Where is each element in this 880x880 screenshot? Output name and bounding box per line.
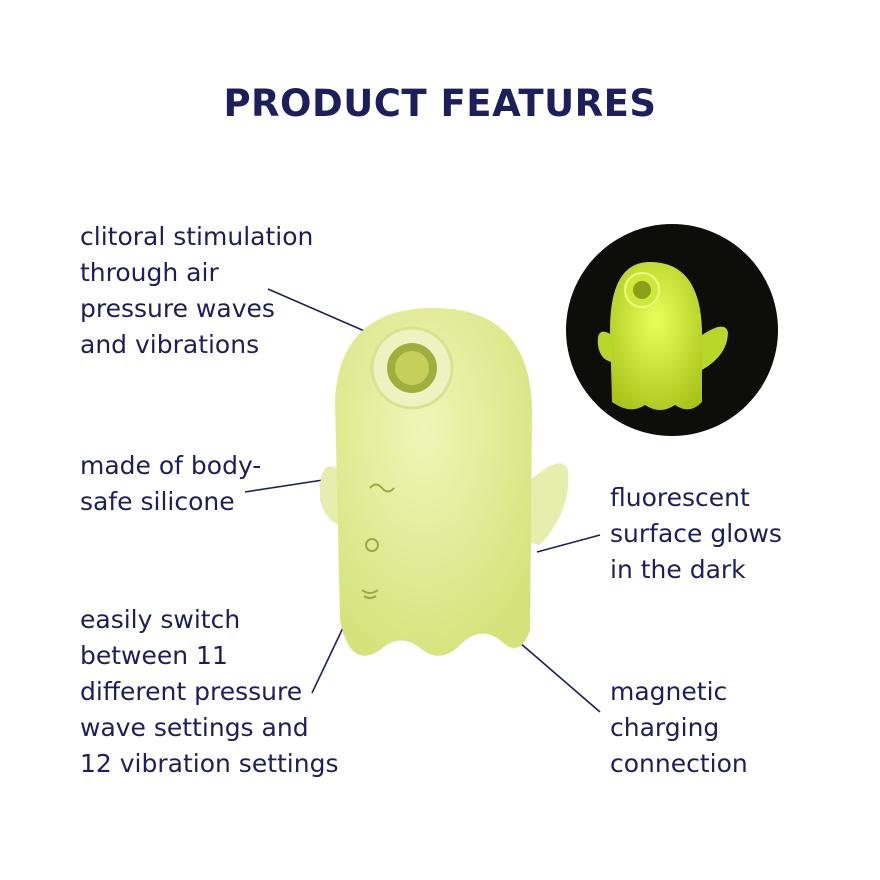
feature-settings: easily switch between 11 different press…	[80, 605, 339, 778]
feature-silicone: made of body- safe silicone	[80, 451, 262, 516]
feature-charging: magnetic charging connection	[610, 677, 748, 778]
power-icon	[365, 538, 379, 552]
feature-air-pressure: clitoral stimulation through air pressur…	[80, 222, 314, 359]
feature-fluorescent: fluorescent surface glows in the dark	[610, 483, 782, 584]
wave-icon	[369, 483, 395, 493]
page-title: PRODUCT FEATURES	[223, 82, 657, 125]
device	[319, 307, 569, 656]
glow-in-dark-inset	[566, 224, 778, 436]
vibration-icon	[361, 589, 379, 599]
